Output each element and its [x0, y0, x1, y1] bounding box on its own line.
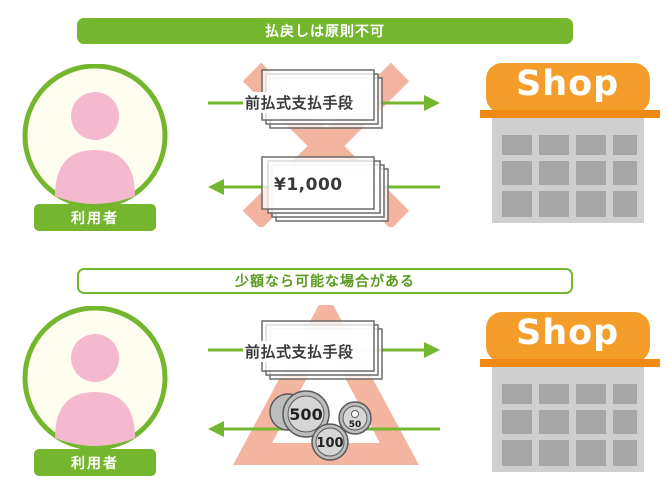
- coin-50-label: 50: [349, 420, 362, 430]
- user-label: 利用者: [34, 204, 156, 231]
- shop-sign-text: Shop: [516, 64, 620, 104]
- user-avatar-icon: [22, 64, 168, 209]
- coins-icon: 500 100 50: [269, 390, 372, 461]
- user-label: 利用者: [34, 449, 156, 476]
- bottom-banner: 少額なら可能な場合がある: [77, 268, 573, 294]
- top-flow-diagram: [208, 62, 440, 227]
- coin-500-label: 500: [289, 405, 322, 424]
- shop-building-icon: [480, 63, 660, 223]
- bill-stack-icon: [261, 156, 389, 222]
- payment-means-label: 前払式支払手段: [243, 92, 356, 113]
- cash-amount-label: ¥1,000: [274, 175, 343, 195]
- shop-building-icon: [480, 312, 660, 472]
- top-banner: 払戻しは原則不可: [77, 18, 573, 44]
- user-avatar-icon: [22, 306, 168, 451]
- shop-sign-text: Shop: [516, 313, 620, 353]
- payment-means-label: 前払式支払手段: [243, 341, 356, 362]
- coin-100-label: 100: [316, 436, 343, 451]
